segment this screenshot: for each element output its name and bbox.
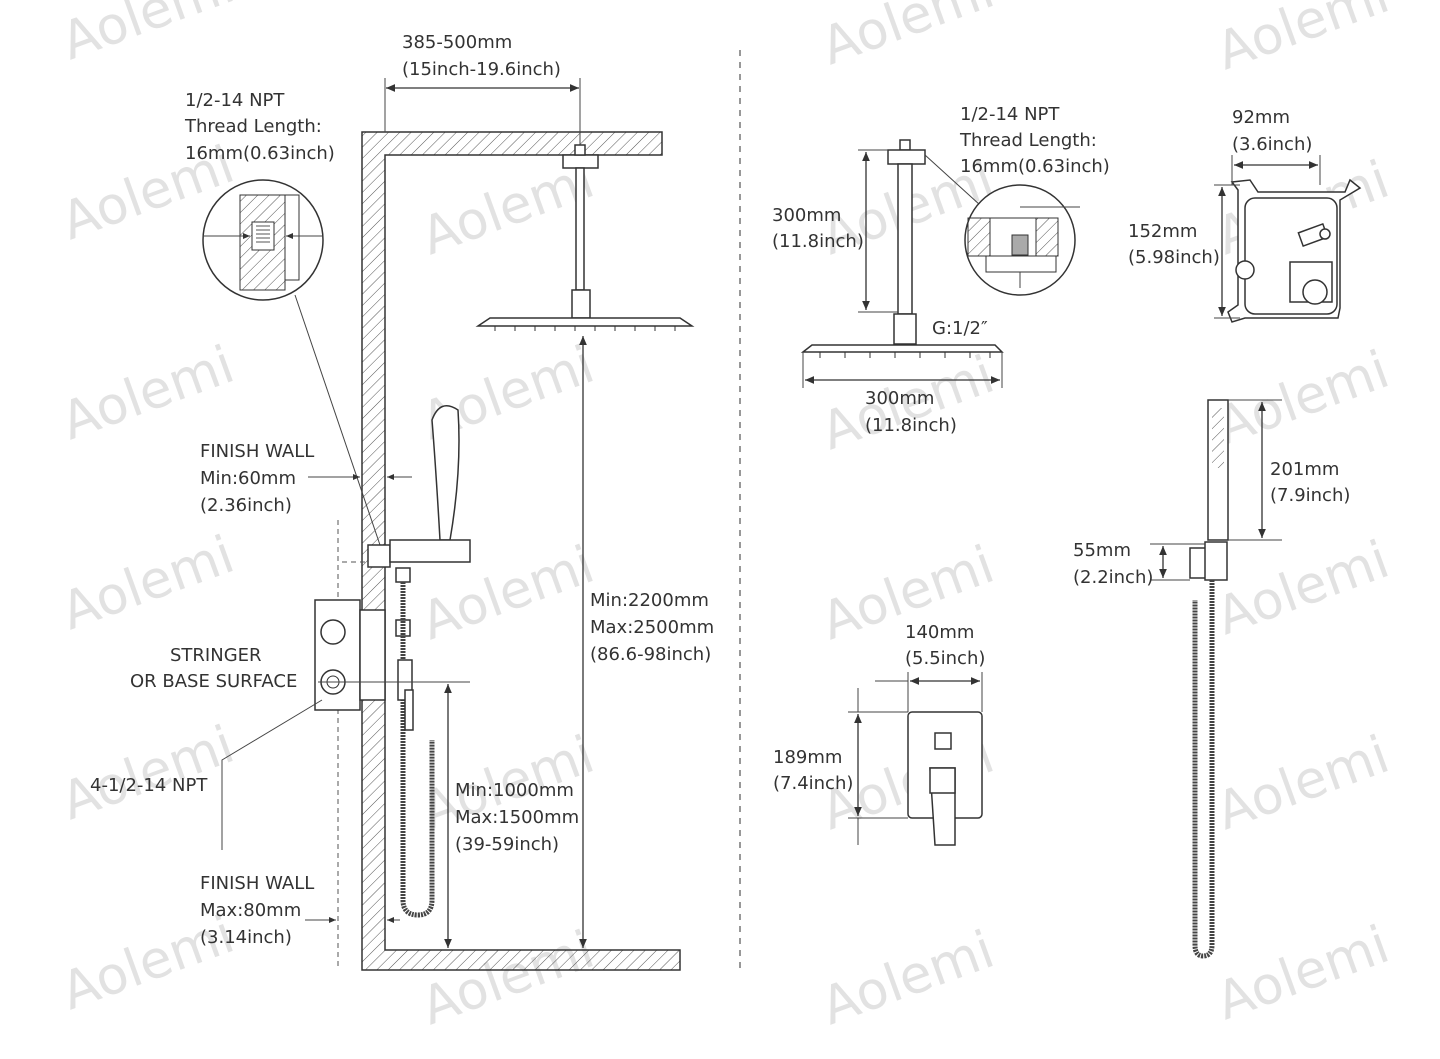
watermark: Aolemi <box>814 0 1002 77</box>
valve-height-min: Min:1000mm <box>455 780 574 801</box>
arm-length-inch: (11.8inch) <box>772 231 864 252</box>
rain-shower-head <box>475 144 695 331</box>
valve-height-inch: (39-59inch) <box>455 834 559 855</box>
valve-body <box>1227 178 1362 323</box>
watermark: Aolemi <box>1209 0 1397 82</box>
handheld-shower <box>1189 399 1229 959</box>
thread-spec: 1/2-14 NPT <box>960 104 1060 125</box>
watermark: Aolemi <box>1209 530 1397 647</box>
valve-height-mm: 152mm <box>1128 221 1197 242</box>
arm-length-mm: 300mm <box>772 205 841 226</box>
thread-length-label: Thread Length: <box>184 116 322 137</box>
connection-spec: G:1/2″ <box>932 318 988 339</box>
thread-length-value: 16mm(0.63inch) <box>185 143 335 164</box>
trim-height-inch: (7.4inch) <box>773 773 853 794</box>
head-height-max: Max:2500mm <box>590 617 714 638</box>
thread-detail-circle <box>964 184 1080 296</box>
trim-width-inch: (5.5inch) <box>905 648 985 669</box>
finish-wall-max-title: FINISH WALL <box>200 873 314 894</box>
finish-wall-min-value: Min:60mm <box>200 468 296 489</box>
finish-wall-min-title: FINISH WALL <box>200 441 314 462</box>
handheld-length-inch: (7.9inch) <box>1270 485 1350 506</box>
handheld-length-mm: 201mm <box>1270 459 1339 480</box>
thread-length-value: 16mm(0.63inch) <box>960 156 1110 177</box>
npt-leader-line <box>221 699 323 850</box>
valve-box <box>314 599 386 711</box>
arm-span-mm: 385-500mm <box>402 32 512 53</box>
trim-width-mm: 140mm <box>905 622 974 643</box>
detail-leader-line <box>294 294 381 546</box>
watermark: Aolemi <box>814 920 1002 1037</box>
trim-height-mm: 189mm <box>773 747 842 768</box>
watermark: Aolemi <box>54 525 242 642</box>
valve-width-inch: (3.6inch) <box>1232 134 1312 155</box>
installation-view: 385-500mm (15inch-19.6inch) Min:2200mm M… <box>90 32 714 971</box>
valve-width-mm: 92mm <box>1232 107 1290 128</box>
watermark: Aolemi <box>54 0 242 72</box>
watermark: Aolemi <box>414 920 602 1037</box>
watermark: Aolemi <box>1209 340 1397 457</box>
components-view: 300mm (11.8inch) G:1/2″ 300mm (11.8inch)… <box>772 104 1362 959</box>
head-height-inch: (86.6-98inch) <box>590 644 711 665</box>
npt-inlets-label: 4-1/2-14 NPT <box>90 775 208 796</box>
head-height-min: Min:2200mm <box>590 590 709 611</box>
valve-height-inch: (5.98inch) <box>1128 247 1220 268</box>
watermark: Aolemi <box>54 905 242 1022</box>
shower-arm-and-head <box>800 139 1004 358</box>
finish-wall-min-inch: (2.36inch) <box>200 495 292 516</box>
watermark: Aolemi <box>1209 725 1397 842</box>
watermark: Aolemi <box>54 335 242 452</box>
head-width-mm: 300mm <box>865 388 934 409</box>
ceiling-wall <box>361 131 681 971</box>
arm-span-inch: (15inch-19.6inch) <box>402 59 561 80</box>
holder-height-inch: (2.2inch) <box>1073 567 1153 588</box>
thread-detail-circle <box>202 179 324 301</box>
thread-length-label: Thread Length: <box>959 130 1097 151</box>
stringer-label: STRINGER <box>170 645 262 666</box>
valve-height-max: Max:1500mm <box>455 807 579 828</box>
holder-height-mm: 55mm <box>1073 540 1131 561</box>
base-surface-label: OR BASE SURFACE <box>130 671 297 692</box>
finish-wall-max-value: Max:80mm <box>200 900 301 921</box>
watermark: Aolemi <box>54 715 242 832</box>
finish-wall-max-inch: (3.14inch) <box>200 927 292 948</box>
watermark: Aolemi <box>1209 915 1397 1032</box>
thread-spec: 1/2-14 NPT <box>185 90 285 111</box>
head-width-inch: (11.8inch) <box>865 415 957 436</box>
trim-plate <box>907 711 983 846</box>
handheld-shower <box>367 405 471 918</box>
